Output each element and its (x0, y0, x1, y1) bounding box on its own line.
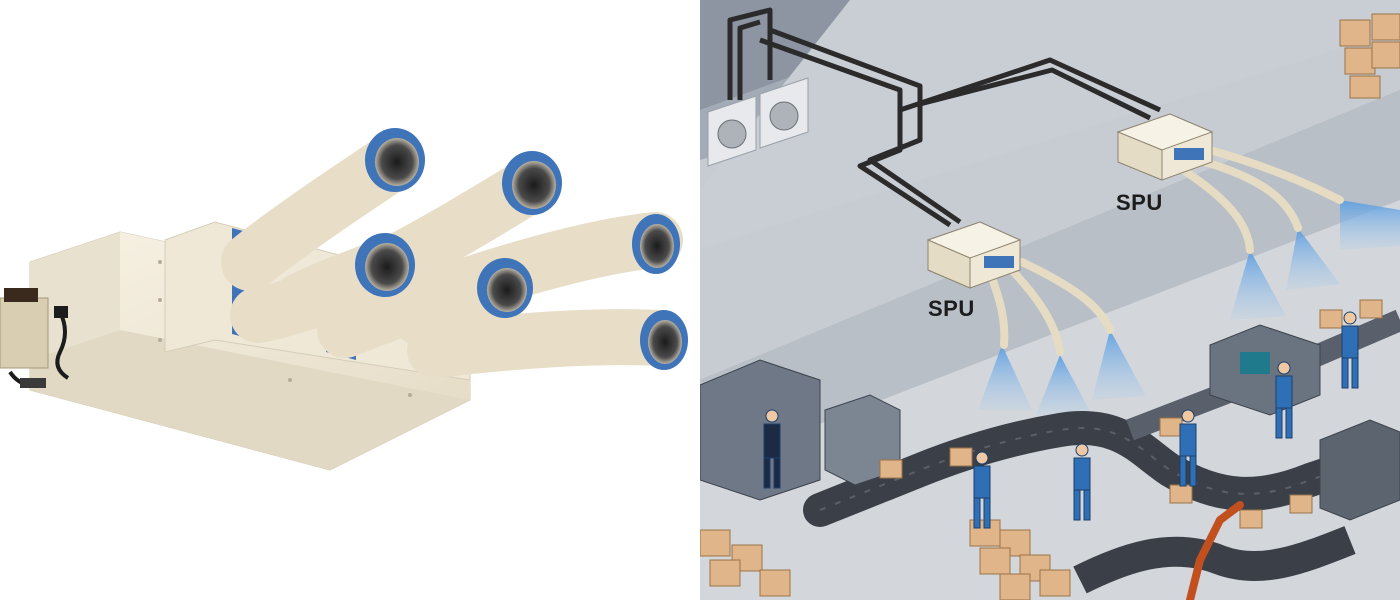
spu-unit-2 (1116, 113, 1214, 181)
worker (1179, 409, 1197, 487)
worker (1073, 443, 1091, 521)
workers (763, 311, 1359, 529)
worker (1275, 361, 1293, 439)
spu-label: SPU (928, 296, 975, 321)
spu-unit-1 (926, 221, 1022, 289)
cardboard-boxes (700, 13, 1400, 600)
control-box (0, 288, 70, 388)
duct-unit-drawing (0, 128, 688, 471)
worker (1341, 311, 1359, 389)
robot-arm (1186, 501, 1244, 600)
outdoor-units (707, 77, 809, 167)
worker (973, 451, 991, 529)
unit-product-illustration (0, 128, 688, 471)
factory-drawing (700, 0, 1400, 600)
spu-label: SPU (1116, 190, 1163, 215)
factory-scene-illustration: SPU SPU (700, 0, 1400, 600)
worker (763, 409, 781, 489)
airflow-cones (978, 200, 1400, 415)
refrigerant-pipes (727, 7, 1162, 228)
duct-openings (355, 128, 688, 370)
